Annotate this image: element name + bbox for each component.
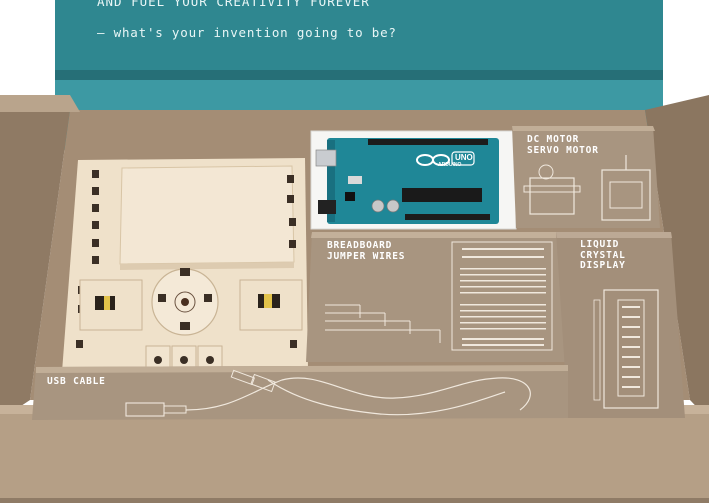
- breadboard-label: BREADBOARD JUMPER WIRES: [327, 240, 406, 262]
- lid-tagline-1: AND FUEL YOUR CREATIVITY FOREVER: [97, 0, 370, 9]
- usb-cable-label: USB CABLE: [47, 376, 106, 387]
- motors-label: DC MOTOR SERVO MOTOR: [527, 134, 599, 156]
- lid-tagline-2: — what's your invention going to be?: [97, 25, 397, 40]
- tray-right-wall: [645, 95, 709, 420]
- lcd-box: [556, 232, 685, 418]
- board-model-text: UNO: [455, 153, 473, 162]
- box-lid: [55, 0, 663, 78]
- arduino-board: [327, 138, 499, 224]
- usb-cable-box: [32, 365, 568, 420]
- arduino-uno-card: [310, 130, 517, 230]
- motors-box: [512, 126, 660, 228]
- breadboard-box: [306, 232, 565, 362]
- board-logo-text: ARDUINO: [438, 162, 462, 168]
- tray-front-wall: [0, 410, 709, 503]
- wooden-baseplate: [62, 158, 308, 378]
- tray-left-wall: [0, 95, 70, 420]
- lcd-label: LIQUID CRYSTAL DISPLAY: [580, 239, 626, 271]
